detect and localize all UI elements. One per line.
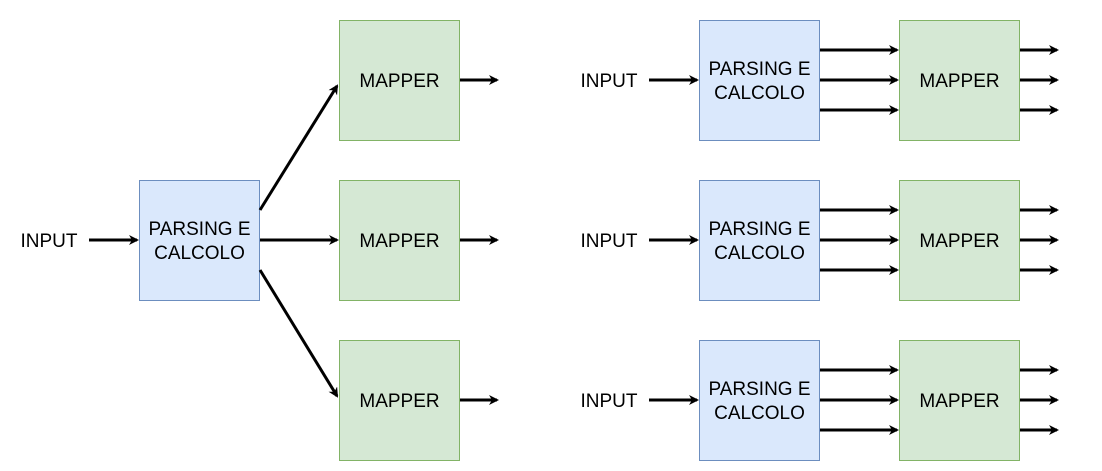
right-diagram: INPUT PARSING E CALCOLO MAPPER INPUT PAR…: [581, 20, 1059, 461]
right-parser-label-1-line1: PARSING E: [708, 59, 810, 80]
left-diagram: INPUT PARSING E CALCOLO MAPPER MAPPER MA…: [21, 20, 499, 461]
right-pipeline-1: INPUT PARSING E CALCOLO MAPPER: [581, 20, 1059, 141]
right-mapper-box-2: [899, 180, 1020, 301]
right-parser-box-2: [699, 180, 820, 301]
left-mapper-label-3: MAPPER: [359, 391, 439, 412]
right-parser-label-3-line1: PARSING E: [708, 379, 810, 400]
left-mapper-box-3: [339, 340, 460, 461]
right-pipeline-2: INPUT PARSING E CALCOLO MAPPER: [581, 180, 1059, 301]
right-input-label-2: INPUT: [581, 231, 638, 252]
left-parser-box: [139, 180, 260, 301]
left-mapper-box-1: [339, 20, 460, 141]
right-mapper-label-1: MAPPER: [919, 71, 999, 92]
right-parser-box-1: [699, 20, 820, 141]
right-mapper-label-2: MAPPER: [919, 231, 999, 252]
right-parser-label-3-line2: CALCOLO: [714, 403, 805, 424]
left-parser-label-line1: PARSING E: [148, 219, 250, 240]
right-input-label-3: INPUT: [581, 391, 638, 412]
right-mapper-box-3: [899, 340, 1020, 461]
right-mapper-label-3: MAPPER: [919, 391, 999, 412]
left-mapper-box-2: [339, 180, 460, 301]
right-parser-box-3: [699, 340, 820, 461]
left-input-label: INPUT: [21, 231, 78, 252]
right-input-label-1: INPUT: [581, 71, 638, 92]
right-pipeline-3: INPUT PARSING E CALCOLO MAPPER: [581, 340, 1059, 461]
right-mapper-box-1: [899, 20, 1020, 141]
right-parser-label-2-line1: PARSING E: [708, 219, 810, 240]
right-parser-label-2-line2: CALCOLO: [714, 243, 805, 264]
left-fanout-arrow-bottom: [258, 269, 339, 398]
left-mapper-label-2: MAPPER: [359, 231, 439, 252]
left-fanout-arrow-top: [258, 84, 339, 211]
left-mapper-label-1: MAPPER: [359, 71, 439, 92]
left-parser-label-line2: CALCOLO: [154, 243, 245, 264]
right-parser-label-1-line2: CALCOLO: [714, 83, 805, 104]
